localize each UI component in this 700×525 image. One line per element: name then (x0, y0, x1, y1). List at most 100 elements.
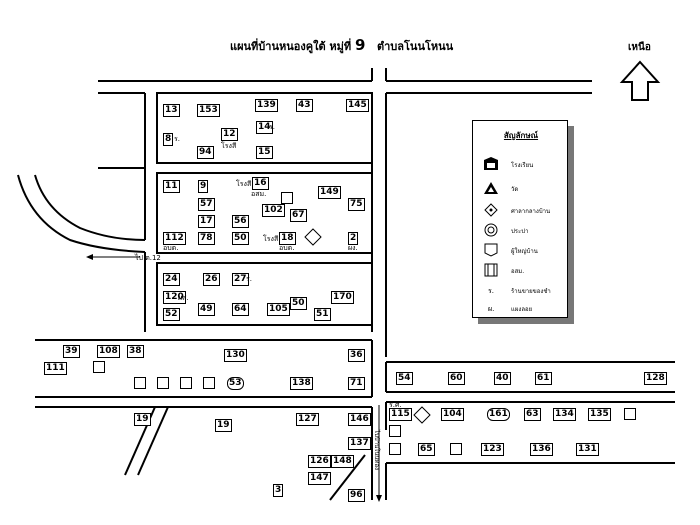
health-station-label: ร.ศ. (389, 401, 402, 409)
house-126: 126 (308, 455, 331, 468)
legend-label-school: โรงเรียน (511, 162, 534, 169)
grocery-store-icon: ร. (488, 287, 494, 295)
house-139: 139 (255, 99, 278, 112)
house-127: 127 (296, 413, 319, 426)
shop-label: ร. (174, 135, 180, 143)
house-102: 102 (262, 204, 285, 217)
house-17: 17 (198, 215, 215, 228)
north-label: เหนือ (628, 42, 651, 53)
house-137: 137 (348, 437, 371, 450)
legend-label-stall: แผงลอย (511, 306, 533, 313)
road-arrow-head (86, 254, 93, 260)
house-135: 135 (588, 408, 611, 421)
house-161-water: 161 (487, 408, 510, 421)
stall-label: ผง. (348, 244, 358, 252)
volunteer-house (281, 192, 293, 204)
village-hall-markers (304, 228, 431, 424)
house-94: 94 (197, 146, 214, 159)
house-15: 15 (256, 146, 273, 159)
house-8: 8 (163, 133, 174, 146)
house-67: 67 (290, 209, 307, 222)
house-19: 19 (134, 413, 151, 426)
sweeper-icon: ผ. (488, 305, 495, 313)
house-27: 27 (232, 273, 249, 286)
house-78: 78 (198, 232, 215, 245)
legend-title: สัญลักษณ์ (503, 131, 539, 140)
house-36: 36 (348, 349, 365, 362)
house-54: 54 (396, 372, 413, 385)
admin-label: อบต. (163, 244, 179, 252)
map-title-text: แผนที่บ้านหนองคูใต้ หมู่ที่ (230, 40, 352, 53)
house-unnumbered (203, 377, 215, 389)
house-unnumbered (180, 377, 192, 389)
mill-label: โรงสี (263, 235, 279, 243)
house-unnumbered (624, 408, 636, 420)
house-60: 60 (448, 372, 465, 385)
house-9: 9 (198, 180, 209, 193)
house-130: 130 (224, 349, 247, 362)
shop-label: ร. (246, 275, 252, 283)
house-153: 153 (197, 104, 220, 117)
map-title: แผนที่บ้านหนองคูใต้ หมู่ที่ 9 ตำบลโนนโหน… (230, 36, 453, 55)
house-16: 16 (252, 177, 269, 190)
village-hall-icon (484, 203, 498, 217)
house-138: 138 (290, 377, 313, 390)
house-63: 63 (524, 408, 541, 421)
map-title-district: ตำบลโนนโหนน (376, 40, 454, 53)
mill-label: โรงสี (221, 142, 237, 150)
house-120: 120 (163, 291, 186, 304)
house-146: 146 (348, 413, 371, 426)
house-96: 96 (348, 489, 365, 502)
house-49: 49 (198, 303, 215, 316)
map-title-number: 9 (355, 36, 366, 54)
house-38: 38 (127, 345, 144, 358)
volunteer-icon (484, 263, 498, 277)
house-26: 26 (203, 273, 220, 286)
village-head-icon (484, 243, 498, 257)
house-108: 108 (97, 345, 120, 358)
legend-label-hall: ศาลากลางบ้าน (511, 208, 551, 215)
house-12: 12 (221, 128, 238, 141)
house-134: 134 (553, 408, 576, 421)
house-19b: 19 (215, 419, 232, 432)
house-2: 2 (348, 232, 359, 245)
house-13: 13 (163, 104, 180, 117)
house-unnumbered (389, 443, 401, 455)
house-50b: 50 (290, 297, 307, 310)
house-14: 14 (256, 121, 273, 134)
volunteer-label: อสม. (251, 190, 267, 198)
house-64: 64 (232, 303, 249, 316)
admin-label: อบต. (279, 244, 295, 252)
house-123: 123 (481, 443, 504, 456)
house-136: 136 (530, 443, 553, 456)
stall-label: ผส. (178, 294, 189, 302)
south-road-arrow-head (376, 495, 382, 502)
water-supply-icon (484, 223, 498, 237)
mill-label: โรงสี (236, 180, 252, 188)
house-170: 170 (331, 291, 354, 304)
house-53-water: 53 (227, 377, 244, 390)
house-65: 65 (418, 443, 435, 456)
road-label-south: ไปบ้านโนนทอง (373, 430, 380, 471)
house-unnumbered (134, 377, 146, 389)
legend: สัญลักษณ์ โรงเรียน วัด ศาลากลางบ้าน ประป… (472, 120, 568, 318)
house-71: 71 (348, 377, 365, 390)
house-131: 131 (576, 443, 599, 456)
legend-label-head: ผู้ใหญ่บ้าน (511, 248, 538, 255)
temple-icon (484, 182, 498, 194)
house-unnumbered (93, 361, 105, 373)
road-label-west: ไป ต.12 (135, 254, 161, 262)
house-40: 40 (494, 372, 511, 385)
house-104: 104 (441, 408, 464, 421)
house-52: 52 (163, 308, 180, 321)
house-51: 51 (314, 308, 331, 321)
house-148: 148 (331, 455, 354, 468)
house-43: 43 (296, 99, 313, 112)
house-57: 57 (198, 198, 215, 211)
house-145: 145 (346, 99, 369, 112)
house-unnumbered (450, 443, 462, 455)
house-128: 128 (644, 372, 667, 385)
house-24: 24 (163, 273, 180, 286)
house-112: 112 (163, 232, 186, 245)
house-11: 11 (163, 180, 180, 193)
